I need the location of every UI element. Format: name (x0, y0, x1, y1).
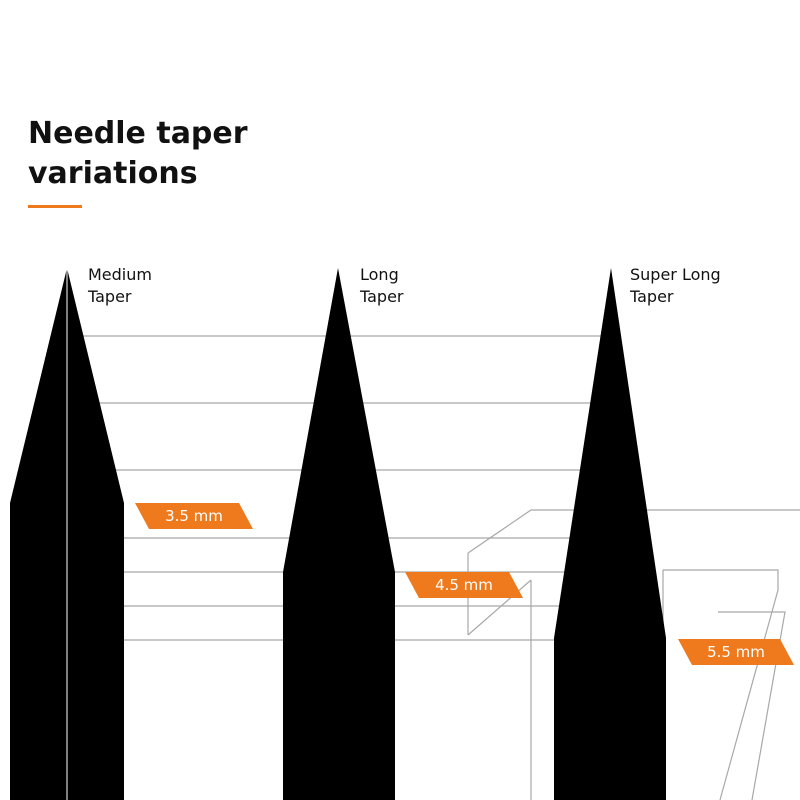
taper-length-badge-medium: 3.5 mm (135, 503, 253, 529)
taper-length-text: 4.5 mm (435, 576, 493, 594)
numeral-outline (467, 579, 532, 636)
needle-label-line: Taper (630, 287, 674, 306)
needle-label-line: Super Long (630, 265, 721, 284)
needle-label-medium: Medium Taper (88, 264, 152, 308)
badge-shape (405, 572, 523, 598)
title-line-2: variations (28, 156, 198, 191)
needle-long-taper (283, 268, 395, 800)
title-underline (28, 205, 82, 208)
needle-label-line: Taper (360, 287, 404, 306)
needle-super-long-taper (554, 268, 666, 800)
needle-label-line: Taper (88, 287, 132, 306)
badge-shape (135, 503, 253, 529)
numeral-outline (663, 569, 779, 800)
badge-shape (678, 639, 794, 665)
title-line-1: Needle taper (28, 116, 248, 151)
numeral-outline (718, 611, 786, 800)
numeral-outline (467, 509, 800, 554)
page-title: Needle taper variations (28, 114, 248, 194)
taper-length-badge-super-long: 5.5 mm (678, 639, 794, 665)
needle-label-long: Long Taper (360, 264, 404, 308)
needle-label-super-long: Super Long Taper (630, 264, 721, 308)
needle-label-line: Long (360, 265, 399, 284)
taper-length-text: 3.5 mm (165, 507, 223, 525)
taper-length-badge-long: 4.5 mm (405, 572, 523, 598)
needle-label-line: Medium (88, 265, 152, 284)
taper-length-text: 5.5 mm (707, 643, 765, 661)
